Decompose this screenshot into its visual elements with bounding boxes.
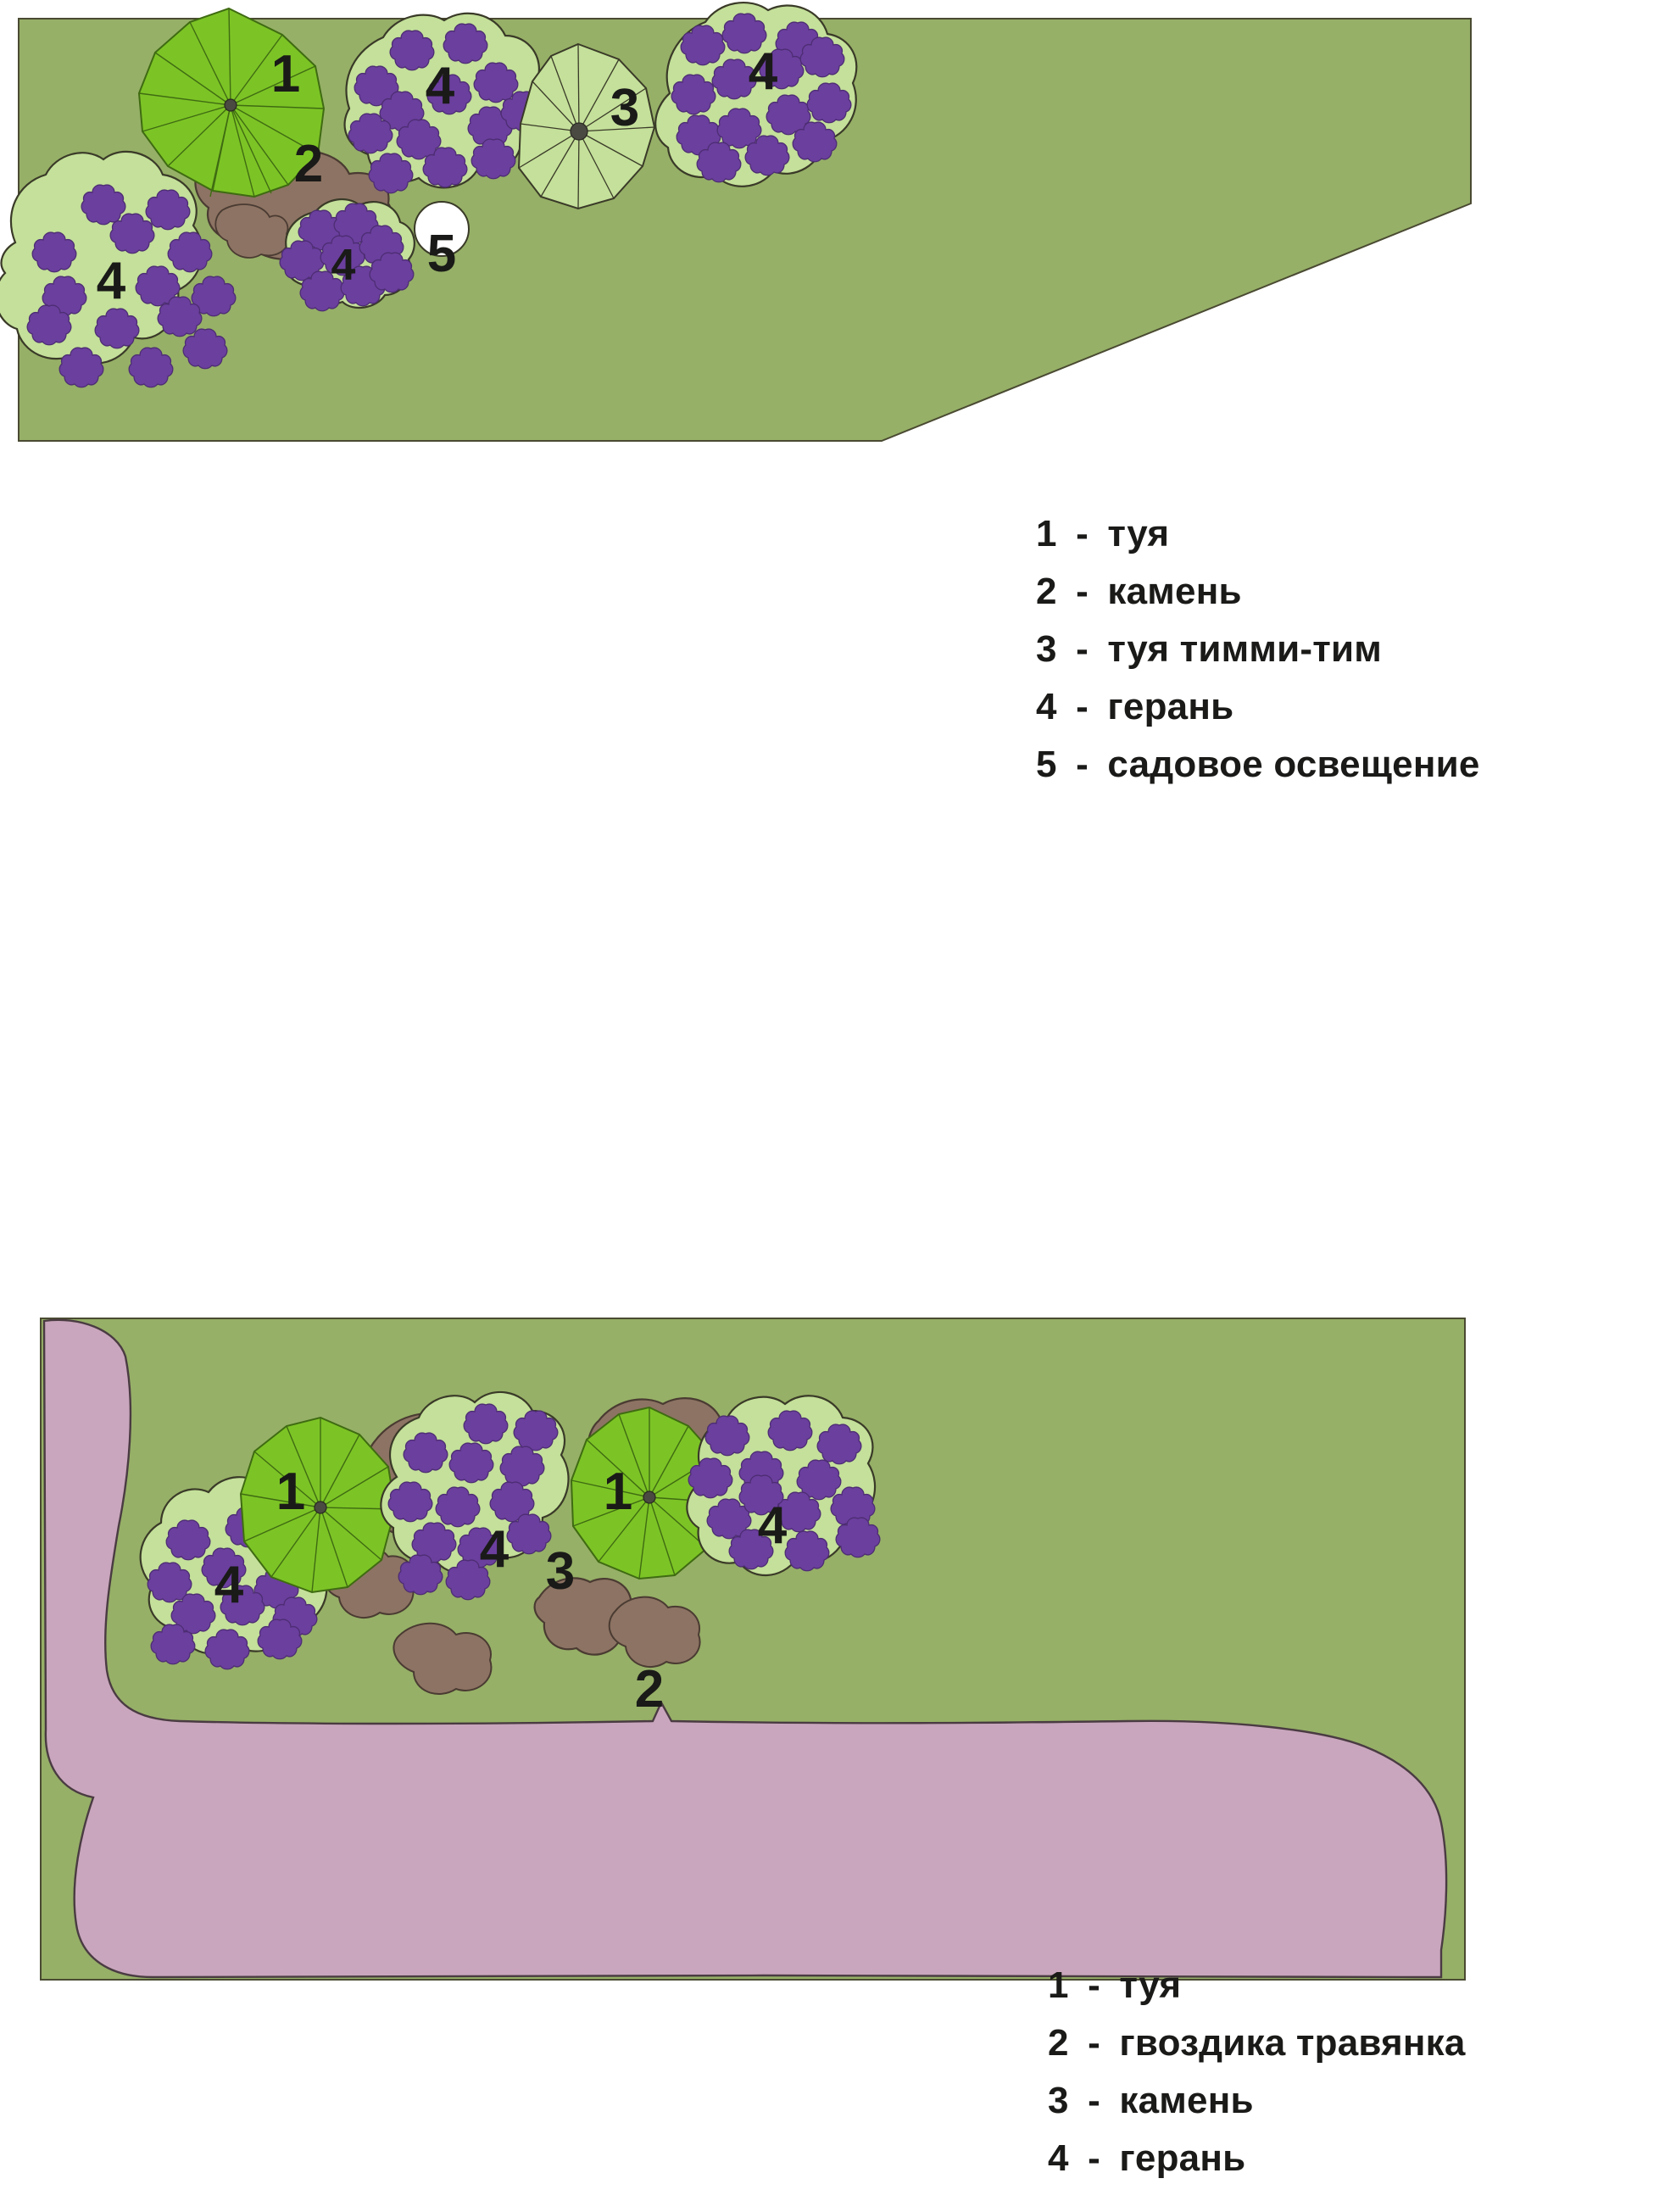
legend-top-num-1: 1	[1036, 513, 1057, 554]
top-thuja-timmy-tim-3	[517, 42, 656, 210]
legend-bottom-num-1: 1	[1048, 1964, 1069, 2006]
legend-top-num-3: 3	[1036, 628, 1057, 670]
legend-bottom-text-3: камень	[1119, 2080, 1254, 2121]
legend-top-dash-4: -	[1076, 686, 1089, 727]
legend-top-row-5: 5 - садовое освещение	[1036, 736, 1480, 794]
top-marker-4c: 4	[97, 252, 126, 310]
top-garden-light-5	[414, 201, 470, 257]
bottom-thuja-a	[239, 1416, 397, 1594]
top-geranium-c	[0, 150, 237, 388]
legend-bottom-dash-3: -	[1088, 2080, 1100, 2121]
bottom-marker-3: 3	[546, 1542, 575, 1601]
legend-bottom-text-4: герань	[1119, 2137, 1246, 2179]
top-geranium-b	[654, 2, 858, 187]
legend-top-text-2: камень	[1107, 571, 1242, 612]
legend-top-row-4: 4 - герань	[1036, 678, 1480, 736]
legend-top-text-3: туя тимми-тим	[1107, 628, 1382, 670]
top-thuja-1	[137, 7, 326, 198]
legend-bottom-dash-2: -	[1088, 2022, 1100, 2064]
bottom-marker-4c: 4	[758, 1496, 788, 1555]
top-marker-4a: 4	[426, 57, 455, 115]
top-marker-2: 2	[294, 135, 323, 193]
bottom-thuja-b	[570, 1406, 724, 1580]
legend-top: 1 - туя 2 - камень 3 - туя тимми-тим 4 -…	[1036, 505, 1480, 794]
bottom-geranium-c	[686, 1395, 881, 1577]
legend-top-row-1: 1 - туя	[1036, 505, 1480, 563]
legend-top-dash-1: -	[1076, 513, 1089, 554]
plan-top-group: 1 2 4 3 4 4 4 5	[0, 2, 1472, 442]
legend-bottom-row-1: 1 - туя	[1048, 1957, 1466, 2014]
legend-bottom-num-2: 2	[1048, 2022, 1069, 2064]
legend-top-dash-5: -	[1076, 744, 1089, 785]
legend-bottom-row-2: 2 - гвоздика травянка	[1048, 2014, 1466, 2072]
legend-bottom-text-1: туя	[1119, 1964, 1182, 2006]
legend-top-dash-2: -	[1076, 571, 1089, 612]
legend-bottom-dash-4: -	[1088, 2137, 1100, 2179]
legend-bottom-text-2: гвоздика травянка	[1119, 2022, 1466, 2064]
bottom-marker-4b: 4	[480, 1520, 509, 1579]
legend-top-row-3: 3 - туя тимми-тим	[1036, 621, 1480, 678]
legend-top-text-5: садовое освещение	[1107, 744, 1480, 785]
top-marker-4d: 4	[331, 241, 356, 290]
top-marker-1: 1	[271, 45, 300, 103]
plan-bottom-group: 4 1 4 3 1 4 2	[40, 1318, 1466, 1981]
top-marker-4b: 4	[749, 42, 778, 101]
bottom-dianthus-2	[42, 1318, 1448, 1979]
legend-top-num-2: 2	[1036, 571, 1057, 612]
bottom-marker-1a: 1	[276, 1463, 305, 1521]
legend-top-row-2: 2 - камень	[1036, 563, 1480, 621]
legend-bottom-num-3: 3	[1048, 2080, 1069, 2121]
legend-bottom-num-4: 4	[1048, 2137, 1069, 2179]
legend-bottom-dash-1: -	[1088, 1964, 1100, 2006]
bottom-geranium-b	[380, 1390, 570, 1601]
legend-bottom-row-4: 4 - герань	[1048, 2130, 1466, 2187]
legend-bottom: 1 - туя 2 - гвоздика травянка 3 - камень…	[1048, 1957, 1466, 2187]
bottom-marker-2: 2	[635, 1660, 664, 1719]
legend-top-text-4: герань	[1107, 686, 1234, 727]
bottom-marker-1b: 1	[604, 1463, 632, 1521]
top-marker-5: 5	[427, 225, 456, 283]
legend-top-num-4: 4	[1036, 686, 1057, 727]
top-marker-3: 3	[610, 79, 639, 137]
legend-top-text-1: туя	[1107, 513, 1170, 554]
top-geranium-d	[279, 198, 415, 312]
bottom-marker-4a: 4	[214, 1556, 244, 1614]
legend-top-num-5: 5	[1036, 744, 1057, 785]
legend-top-dash-3: -	[1076, 628, 1089, 670]
legend-bottom-row-3: 3 - камень	[1048, 2072, 1466, 2130]
